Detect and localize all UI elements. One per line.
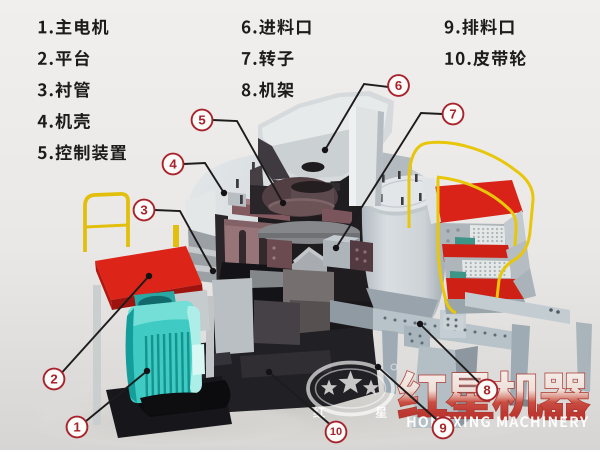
svg-text:3: 3 [140, 203, 147, 218]
svg-text:6: 6 [395, 78, 402, 93]
svg-text:2: 2 [50, 372, 57, 387]
svg-text:10: 10 [330, 426, 342, 438]
svg-text:1: 1 [73, 420, 80, 435]
svg-text:8: 8 [483, 383, 490, 398]
svg-text:9: 9 [439, 421, 446, 436]
svg-text:5: 5 [198, 113, 205, 128]
svg-text:7: 7 [449, 107, 456, 122]
svg-text:4: 4 [169, 157, 177, 172]
